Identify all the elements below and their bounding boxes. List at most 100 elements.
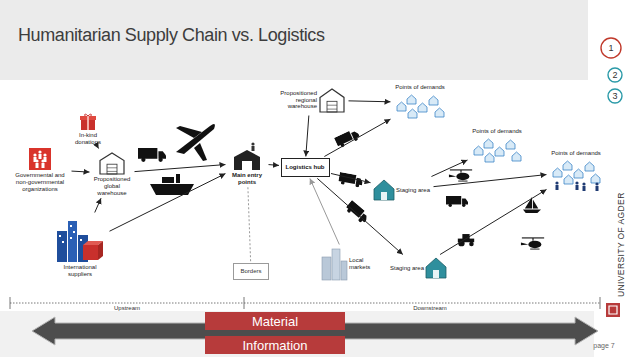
icon-part <box>107 171 117 172</box>
node-label: In-kind donations <box>68 132 108 146</box>
house-shape <box>585 162 594 171</box>
icon-part <box>320 89 344 112</box>
icon-part <box>433 270 439 278</box>
house-shape <box>429 96 438 105</box>
person-body <box>583 186 586 191</box>
icon-part <box>80 239 82 241</box>
flow-arrow <box>349 100 391 102</box>
person-head <box>555 181 558 184</box>
house-shape <box>484 139 493 148</box>
person-head <box>582 182 585 185</box>
flow-arrow <box>95 198 101 212</box>
person-body <box>39 154 42 159</box>
truck-symbol <box>446 196 468 207</box>
icon-part <box>100 153 124 174</box>
node-icon <box>232 141 262 171</box>
person-body <box>596 186 599 191</box>
node-label: Staging area <box>388 265 424 272</box>
icon-part <box>29 148 51 170</box>
icon-part <box>68 221 77 262</box>
house-shape <box>408 109 417 118</box>
icon-staging <box>374 180 394 200</box>
icon-wh <box>320 89 344 112</box>
flow-arrow <box>97 147 99 148</box>
house-shape <box>374 180 394 200</box>
stream-divider <box>600 297 601 309</box>
node-label: Points of demands <box>469 128 525 135</box>
person-head <box>575 181 578 184</box>
helicopter-symbol <box>521 238 544 249</box>
node-icon <box>79 113 97 131</box>
node-label: Logistics hub <box>286 164 325 171</box>
person-head <box>38 150 41 153</box>
stream-divider <box>244 297 245 309</box>
icon-part <box>107 167 117 168</box>
demand-node: Points of demands <box>548 150 604 193</box>
icon-part <box>83 245 98 260</box>
house-shape <box>553 168 562 177</box>
node-icon <box>55 215 105 263</box>
truck-symbol <box>138 148 166 162</box>
icon-part <box>341 261 347 280</box>
icon-part <box>242 161 252 170</box>
house-shape <box>574 169 583 178</box>
flow-arrow <box>317 178 403 254</box>
icon-part <box>70 225 72 227</box>
house-shape <box>512 152 521 161</box>
icon-part <box>322 257 331 280</box>
circle-shape <box>608 68 622 82</box>
flow-arrow <box>110 174 226 232</box>
staging-node: Staging area <box>372 178 432 202</box>
icon-part <box>73 231 75 233</box>
node-label: Propositioned regional warehouse <box>273 90 317 111</box>
callout-circle: 3 <box>607 88 623 104</box>
house-shape <box>564 175 573 184</box>
house-shape <box>563 161 572 170</box>
flow-band: Information <box>205 336 345 354</box>
icon-part <box>327 105 337 106</box>
supplier-node: International suppliers <box>52 214 108 278</box>
house-shape <box>407 95 416 104</box>
house-shape <box>485 153 494 162</box>
icon-wh <box>100 153 124 174</box>
node-label: 2 <box>612 71 617 80</box>
house-shape <box>506 140 515 149</box>
demand-node: Points of demands <box>469 128 525 165</box>
logo-square <box>606 303 620 317</box>
icon-houses <box>474 139 521 162</box>
icon-part <box>327 101 337 112</box>
person-body <box>252 146 255 151</box>
warehouse-node: Propositioned global warehouse <box>91 150 133 197</box>
node-icon <box>318 87 346 113</box>
node-label: Borders <box>240 268 261 275</box>
node-label: Information <box>242 339 307 352</box>
page-number: page 7 <box>593 342 614 350</box>
house-shape <box>397 102 406 111</box>
person-head <box>33 153 36 156</box>
organization-node: Governmental and non-governmental organi… <box>10 146 70 193</box>
house-shape <box>474 146 483 155</box>
icon-people <box>553 161 600 191</box>
icon-market <box>322 249 347 280</box>
flow-arrow <box>434 175 547 187</box>
market-node: Local markets <box>319 246 377 282</box>
person-head <box>43 153 46 156</box>
house-shape <box>418 103 427 112</box>
icon-staging <box>426 258 446 278</box>
person-body <box>556 185 559 190</box>
node-icon <box>25 147 55 171</box>
node-label: Main entry points <box>227 172 267 186</box>
university-logo <box>606 303 620 317</box>
flow-arrow <box>72 171 90 172</box>
callout-circle: 1 <box>600 37 622 59</box>
callout-circle: 2 <box>607 67 623 83</box>
node-icon <box>395 92 445 120</box>
house-shape <box>495 147 504 156</box>
node-label: Points of demands <box>548 150 604 157</box>
icon-part <box>234 150 260 170</box>
ship-hull <box>150 184 194 195</box>
airplane-wing <box>176 126 202 138</box>
person-body <box>576 185 579 190</box>
icon-houses <box>397 95 444 118</box>
